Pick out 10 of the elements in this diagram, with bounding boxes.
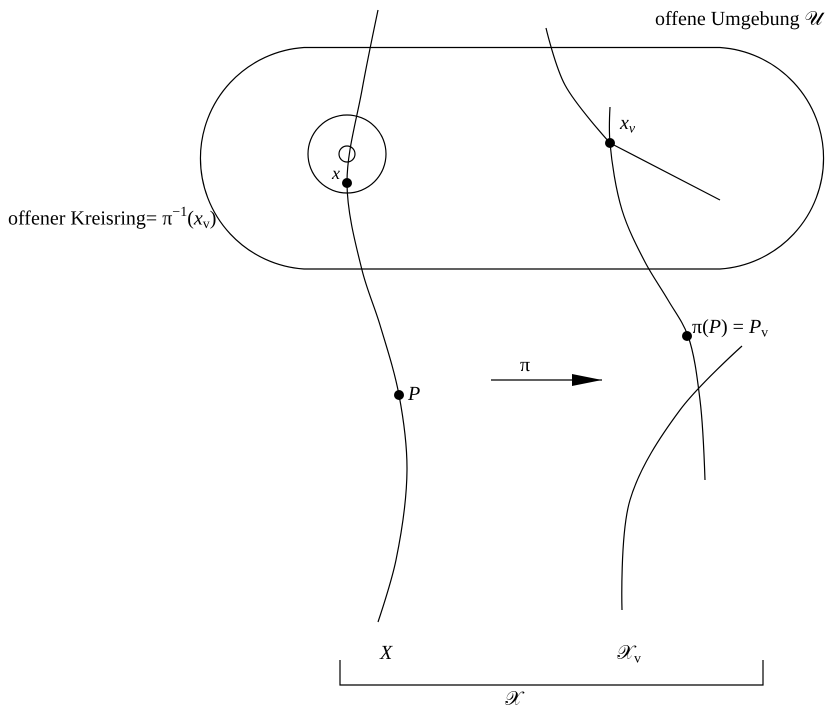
annulus-label: offener Kreisring= π$^{−1}$(x$_{v}$) [8, 205, 216, 232]
map-label: π [520, 354, 530, 376]
region-label: offene Umgebung 𝒰 [655, 8, 823, 30]
bracket-label: 𝒳 [505, 688, 522, 710]
point-label: P [408, 383, 420, 405]
curve-label: X [380, 642, 392, 664]
point-label: x [332, 164, 340, 184]
point-label: π(P) = P$_{v}$ [692, 316, 768, 341]
curve-label: 𝒳$_{v}$ [617, 642, 641, 667]
point-label: x$_{v}$ [620, 112, 636, 137]
